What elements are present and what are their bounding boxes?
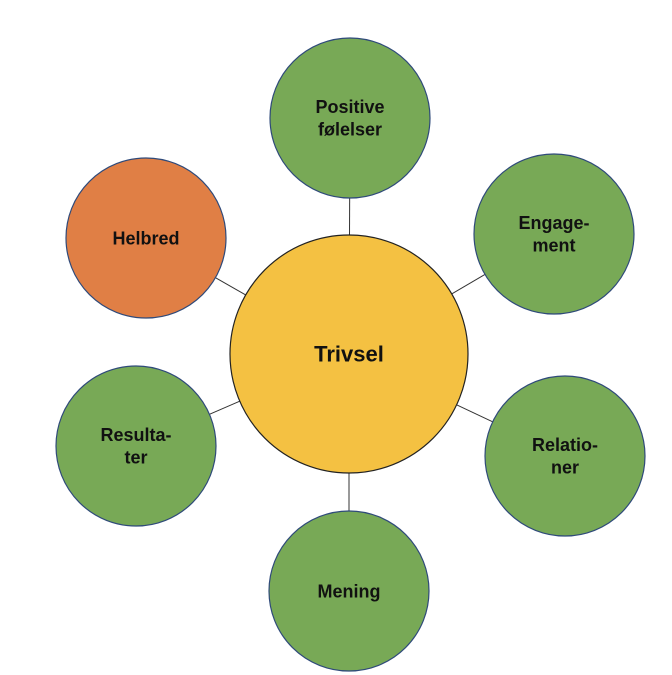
node-relationer-label-line: ner (551, 458, 579, 478)
connector-helbred (215, 277, 246, 296)
node-relationer: Relatio-ner (484, 375, 646, 537)
node-helbred: Helbred (65, 157, 227, 319)
node-center: Trivsel (229, 234, 469, 474)
node-relationer-label-line: Relatio- (532, 435, 598, 455)
connectors (209, 197, 493, 511)
node-positive-label-line: følelser (318, 120, 382, 140)
node-mening-circle (268, 510, 430, 672)
node-engagement-label-line: Engage- (518, 213, 589, 233)
node-resultater-label-line: ter (124, 448, 147, 468)
node-positive-circle (269, 37, 431, 199)
node-engagement-label-line: ment (532, 236, 575, 256)
node-center-label-line: Trivsel (314, 342, 384, 367)
node-resultater: Resulta-ter (55, 365, 217, 527)
node-helbred-circle (65, 157, 227, 319)
node-relationer-circle (484, 375, 646, 537)
node-helbred-label-line: Helbred (112, 228, 179, 248)
connector-relationer (456, 404, 493, 423)
node-engagement-circle (473, 153, 635, 315)
node-positive: Positive følelser (269, 37, 431, 199)
node-engagement: Engage-ment (473, 153, 635, 315)
node-positive-label-line: Positive (315, 97, 384, 117)
node-mening-label-line: Mening (318, 581, 381, 601)
node-center-circle (229, 234, 469, 474)
connector-engagement (451, 273, 486, 295)
node-resultater-label-line: Resulta- (100, 425, 171, 445)
node-mening: Mening (268, 510, 430, 672)
nodes: Positive følelserEngage-mentRelatio-nerMe… (55, 37, 646, 672)
connector-resultater (209, 400, 240, 415)
node-resultater-circle (55, 365, 217, 527)
